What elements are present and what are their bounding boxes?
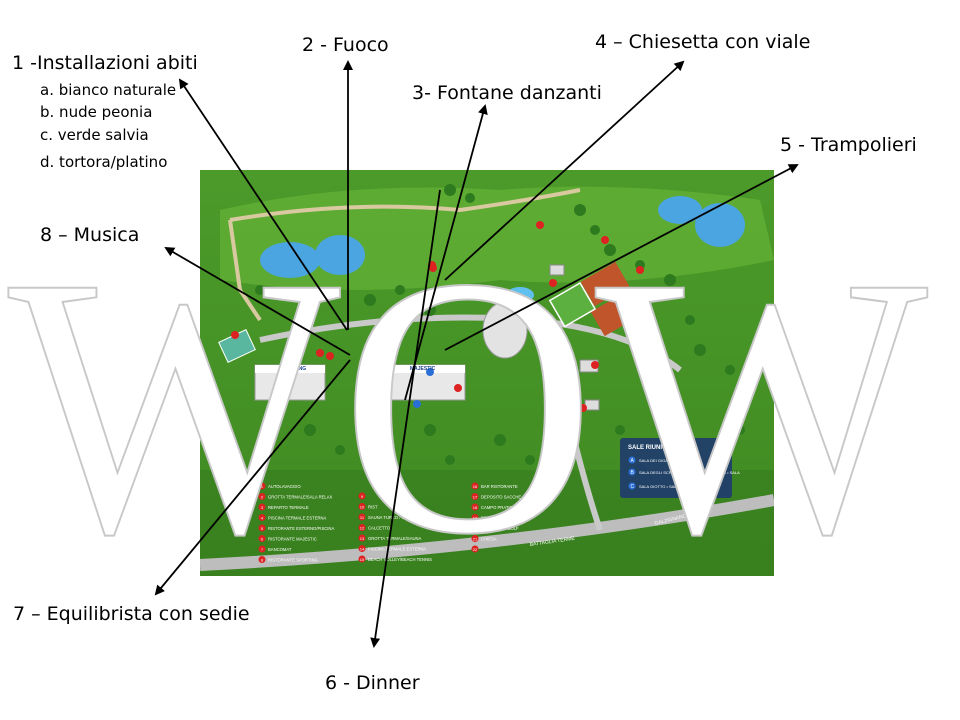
legend-text: REPARTO TERMALE [268, 505, 309, 510]
legend-text: CAMPO PRATICA GOLF [481, 505, 528, 510]
legend-marker [358, 492, 366, 500]
resort-map: SALE RIUNIONI A SALA DEI GIGANTI • SALA … [200, 170, 774, 576]
legend-number: 22 [473, 547, 478, 552]
legend-marker [471, 493, 479, 500]
marker-b [413, 400, 421, 408]
legend-number: 15 [360, 557, 365, 562]
meeting-room-b-code: B [631, 470, 635, 476]
side-road [557, 379, 603, 531]
legend-text: RISTORANTE SPORTING [268, 558, 318, 563]
building-2 [584, 399, 600, 411]
pool [506, 287, 534, 303]
legend-text: BEACH VOLLEY/BEACH TENNIS [368, 557, 432, 562]
legend-text: CHIESA [481, 537, 497, 542]
legend-marker [358, 534, 366, 542]
legend-text: RIST [368, 505, 378, 510]
legend-number: 21 [473, 537, 478, 542]
legend-number: 14 [360, 547, 365, 552]
legend-number: 16 [473, 484, 478, 489]
legend-number: 20 [473, 526, 478, 531]
lake-1 [260, 242, 320, 278]
label-1-installazioni: 1 -Installazioni abiti [12, 52, 198, 74]
legend-marker [358, 545, 366, 552]
legend-marker [358, 555, 366, 563]
legend-marker [471, 545, 479, 553]
label-3-fontane: 3- Fontane danzanti [412, 82, 602, 104]
legend-marker [471, 535, 479, 542]
legend-text: SAUNA TURCO / IDROMASSAGGIO [368, 515, 438, 520]
label-1d: d. tortora/platino [40, 153, 168, 171]
label-7-equilibrista: 7 – Equilibrista con sedie [13, 603, 250, 625]
label-4-chiesetta: 4 – Chiesetta con viale [595, 31, 811, 53]
meeting-room-c: SALA GIOTTO • SALA PETR [639, 484, 691, 489]
meeting-room-a-code: A [631, 458, 635, 464]
resort-map-illustration: SALE RIUNIONI A SALA DEI GIGANTI • SALA … [200, 170, 774, 576]
legend-text: BANCOMAT [268, 547, 292, 552]
label-1c: c. verde salvia [40, 126, 149, 144]
meeting-room-b: SALA DEGLI SCROVEGNI • SALA PEDROCCHI • … [639, 470, 740, 475]
legend-marker [471, 503, 479, 511]
legend-text: GROTTA TERMALE/SAUNA [368, 536, 422, 541]
label-6-dinner: 6 - Dinner [325, 672, 420, 694]
legend-number: 18 [473, 505, 478, 510]
meeting-room-a: SALA DEI GIGANTI • SALA [639, 458, 689, 463]
legend-text: CALCETTO [368, 526, 391, 531]
legend-marker [471, 482, 479, 490]
legend-text: RISTORANTE MAJESTIC [268, 537, 317, 542]
legend-text: DEPOSITO SACCHE GOLF [481, 495, 534, 500]
legend-marker [471, 514, 479, 521]
meeting-rooms-box: SALE RIUNIONI A SALA DEI GIGANTI • SALA … [620, 438, 740, 498]
legend-number: 19 [473, 516, 478, 521]
label-1b: b. nude peonia [40, 103, 153, 121]
legend-text: AUTOLAVAGGIO [268, 484, 301, 489]
legend-text: BAR RISTORANTE [481, 484, 518, 489]
lake-3 [658, 196, 702, 224]
legend-text: PISCINA TERMALE ESTERNA [368, 547, 427, 552]
hotel-label-majestic: MAJESTIC [410, 366, 436, 372]
legend-text: GROTTA TERMALE/SALA RELAX [268, 495, 333, 500]
legend-number: 17 [473, 495, 478, 500]
label-1a: a. bianco naturale [40, 81, 177, 99]
label-5-trampolieri: 5 - Trampolieri [780, 134, 917, 156]
legend-text: RECEPTION TENNIS [481, 516, 522, 521]
hotel-round [482, 301, 528, 359]
building-3 [549, 264, 565, 276]
legend-number: 10 [360, 505, 365, 510]
legend-text: RISTORANTE ESTERNO/PISCINA [268, 526, 334, 531]
lake-2 [315, 235, 365, 275]
legend-number: 11 [360, 515, 365, 520]
legend-number: 13 [360, 536, 365, 541]
legend-text: PISCINA TERMALE ESTERNA [268, 516, 327, 521]
legend-marker [358, 513, 366, 521]
legend-text: SPOGLIATOI GOLF [481, 526, 519, 531]
legend-marker [358, 503, 366, 510]
legend-number: 12 [360, 526, 365, 531]
legend-number: 9 [361, 494, 364, 499]
meeting-rooms-title: SALE RIUNIONI [628, 445, 673, 451]
meeting-room-c-code: C [631, 484, 635, 490]
legend-marker [358, 524, 366, 531]
label-8-musica: 8 – Musica [40, 224, 140, 246]
hotel-label-sporting: SPORTING [280, 366, 306, 372]
legend-marker [471, 524, 479, 532]
lake-4 [695, 203, 745, 247]
label-2-fuoco: 2 - Fuoco [302, 34, 389, 56]
